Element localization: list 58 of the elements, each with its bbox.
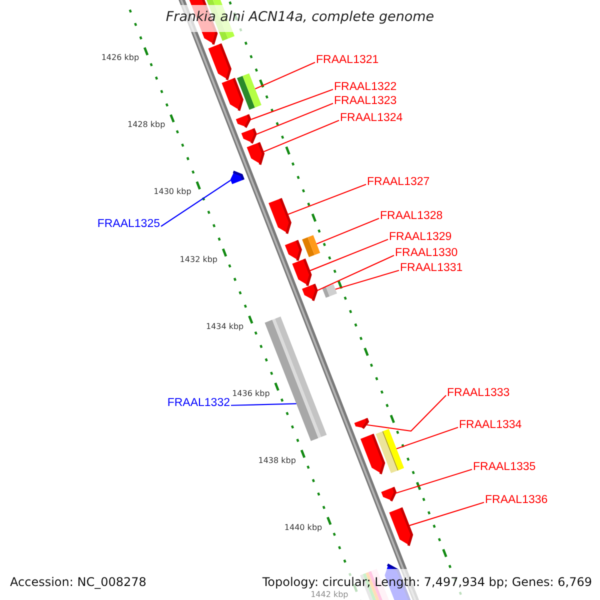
position-label: 1426 kbp [101, 54, 140, 62]
gene-feature [208, 43, 232, 80]
gene-block [322, 284, 338, 298]
accession-text: Accession: NC_008278 [10, 576, 146, 588]
gene-label: FRAAL1331 [400, 263, 463, 275]
gene-label: FRAAL1325 [97, 219, 160, 231]
position-label: 1436 kbp [232, 390, 270, 398]
leader-line [230, 403, 296, 406]
leader-line [288, 184, 366, 215]
position-label: 1430 kbp [154, 188, 192, 196]
leader-line [396, 426, 458, 450]
gene-label: FRAAL1323 [334, 96, 397, 108]
gene-feature [222, 78, 244, 111]
position-label: 1432 kbp [180, 256, 218, 264]
gene-label: FRAAL1334 [459, 420, 522, 432]
gene-feature [284, 240, 302, 261]
leader-line [310, 238, 388, 272]
gene-label: FRAAL1322 [334, 82, 397, 94]
gene-label: FRAAL1336 [485, 495, 548, 507]
gene-label: FRAAL1332 [167, 398, 230, 410]
gene-label: FRAAL1321 [316, 55, 379, 67]
leader-line [409, 502, 484, 526]
gene-feature [230, 170, 244, 184]
gene-label: FRAAL1330 [395, 248, 458, 260]
gene-label: FRAAL1328 [380, 211, 443, 223]
leader-line [254, 62, 316, 90]
position-label: 1428 kbp [127, 121, 166, 130]
gene-label: FRAAL1324 [340, 113, 403, 125]
gene-block [376, 428, 404, 474]
gene-block [236, 73, 262, 110]
leader-line [160, 180, 231, 227]
gene-label: FRAAL1333 [447, 388, 510, 400]
gene-feature [241, 128, 257, 144]
gene-feature [268, 198, 292, 234]
gene-feature [381, 486, 397, 502]
gene-feature [302, 284, 318, 302]
gene-feature [354, 418, 370, 430]
gene-label: FRAAL1329 [389, 232, 452, 244]
leader-line [317, 254, 394, 292]
gene-feature [360, 434, 386, 474]
gene-block [302, 235, 320, 258]
leader-line [250, 88, 334, 120]
diagram-title: Frankia alni ACN14a, complete genome [166, 11, 434, 24]
leader-line [263, 120, 340, 152]
gene-label: FRAAL1335 [473, 462, 536, 474]
gene-feature [236, 114, 252, 128]
gene-feature [389, 507, 414, 546]
position-label: 1442 kbp [310, 590, 348, 599]
leader-line [366, 395, 446, 432]
position-label: 1434 kbp [206, 322, 244, 331]
leader-line [395, 468, 472, 494]
position-label: 1440 kbp [284, 524, 322, 532]
gene-feature [246, 142, 265, 165]
position-label: 1438 kbp [258, 456, 296, 465]
leader-line [256, 102, 334, 135]
genome-stats-text: Topology: circular; Length: 7,497,934 bp; Genes: 6,769 [262, 576, 592, 588]
leader-line [335, 270, 400, 290]
gene-label: FRAAL1327 [367, 177, 430, 189]
